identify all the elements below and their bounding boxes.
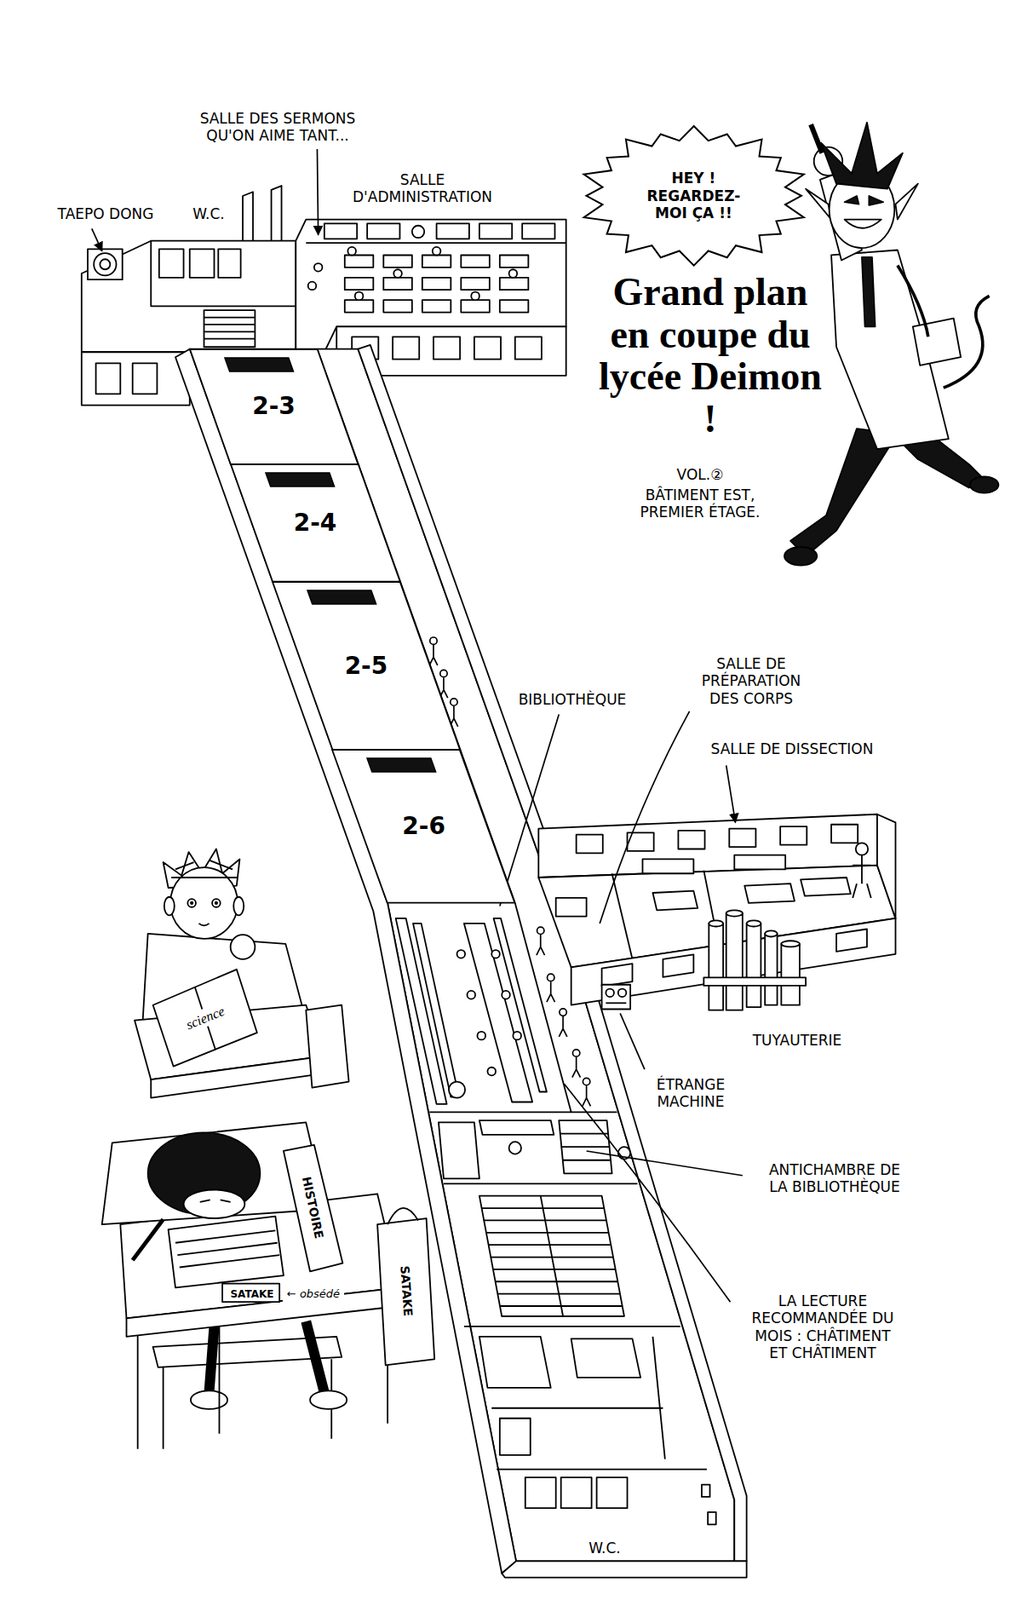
page-title: Grand plan en coupe du lycée Deimon ! (596, 270, 825, 441)
blackboard (224, 357, 294, 372)
science-wing (538, 814, 896, 1011)
speech-bubble: HEY ! REGARDEZ-MOI ÇA !! (576, 124, 811, 268)
room-floor (189, 349, 359, 465)
blackboard (367, 757, 437, 772)
classroom-box: 2-5 (272, 581, 460, 751)
volume-number: VOL.② (666, 465, 735, 484)
callout-label: TAEPO DONG (45, 204, 166, 224)
room-number: 2-5 (344, 651, 389, 681)
callout-label: SALLE DES SERMONS QU'ON AIME TANT... (183, 109, 372, 146)
callout-label: LA LECTURE RECOMMANDÉE DU MOIS : CHÂTIME… (743, 1291, 902, 1363)
room-number: 2-6 (401, 811, 446, 841)
callout-label: TUYAUTERIE (737, 1030, 857, 1050)
room-number: 2-3 (252, 391, 296, 421)
room-label: BIBLIOTHÈQUE (504, 689, 641, 709)
room-label: W.C. (579, 1538, 631, 1557)
hiruma-drawing (784, 122, 999, 566)
room-floor (230, 464, 401, 582)
subtitle: BÂTIMENT EST, PREMIER ÉTAGE. (627, 485, 773, 523)
spiky-bubble (583, 126, 804, 266)
classroom-box: 2-6 (332, 749, 515, 903)
room-number: 2-4 (293, 508, 338, 538)
classroom-box: 2-4 (230, 464, 401, 582)
desk-note: ← obsédé (282, 1286, 345, 1302)
blackboard (265, 472, 335, 487)
room-label: SALLE D'ADMINISTRATION (333, 170, 512, 207)
room-label: SALLE DE DISSECTION (689, 739, 895, 758)
callout-label: ÉTRANGE MACHINE (643, 1074, 738, 1112)
room-label: W.C. (183, 204, 235, 224)
classroom-box: 2-3 (189, 349, 359, 465)
blackboard (307, 590, 377, 604)
speech-text: HEY ! REGARDEZ-MOI ÇA !! (640, 169, 747, 222)
student-drawing (102, 848, 435, 1448)
name-tag: SATAKE (227, 1286, 277, 1301)
room-label: SALLE DE PRÉPARATION DES CORPS (687, 654, 816, 708)
room-floor (332, 749, 515, 903)
room-label: ANTICHAMBRE DE LA BIBLIOTHÈQUE (761, 1159, 908, 1197)
room-floor (272, 581, 460, 751)
